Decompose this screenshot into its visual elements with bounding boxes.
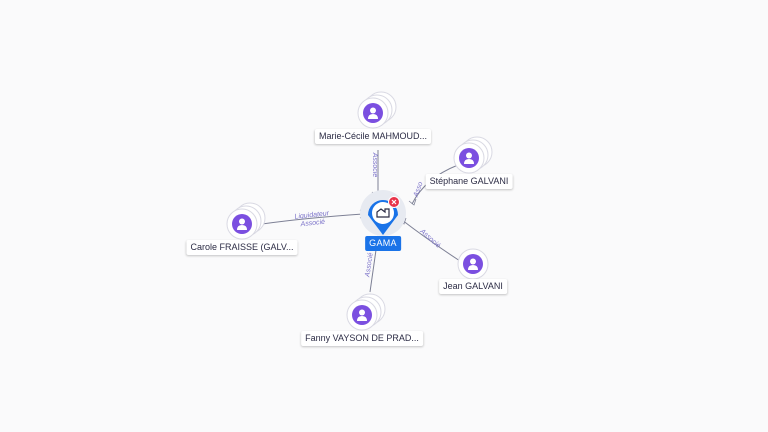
company-name-label[interactable]: GAMA (365, 236, 401, 251)
person-name-label[interactable]: Fanny VAYSON DE PRAD... (301, 331, 423, 346)
person-name-label[interactable]: Stéphane GALVANI (425, 174, 513, 189)
person-node[interactable] (357, 91, 397, 129)
relation-label: Associé (418, 227, 442, 249)
edge-arrow (408, 198, 417, 206)
person-node[interactable] (453, 136, 493, 174)
person-node[interactable] (346, 293, 386, 331)
relation-edge (401, 219, 461, 262)
company-node[interactable] (360, 190, 406, 236)
company-building-icon (376, 208, 390, 218)
relation-label: Asso (412, 181, 424, 199)
person-name-label[interactable]: Marie-Cécile MAHMOUD... (314, 129, 432, 144)
person-name-label[interactable]: Jean GALVANI (439, 279, 507, 294)
close-icon[interactable] (388, 196, 400, 208)
relation-edge (261, 213, 364, 225)
relation-label: Liquidateur (294, 210, 330, 221)
person-node[interactable] (457, 248, 489, 280)
relation-label: Associé (364, 252, 374, 278)
person-node[interactable] (226, 202, 266, 240)
person-name-label[interactable]: Carole FRAISSE (GALV... (186, 240, 298, 255)
relation-label-secondary: Associé (299, 219, 325, 229)
relation-label: Associé (371, 152, 378, 178)
